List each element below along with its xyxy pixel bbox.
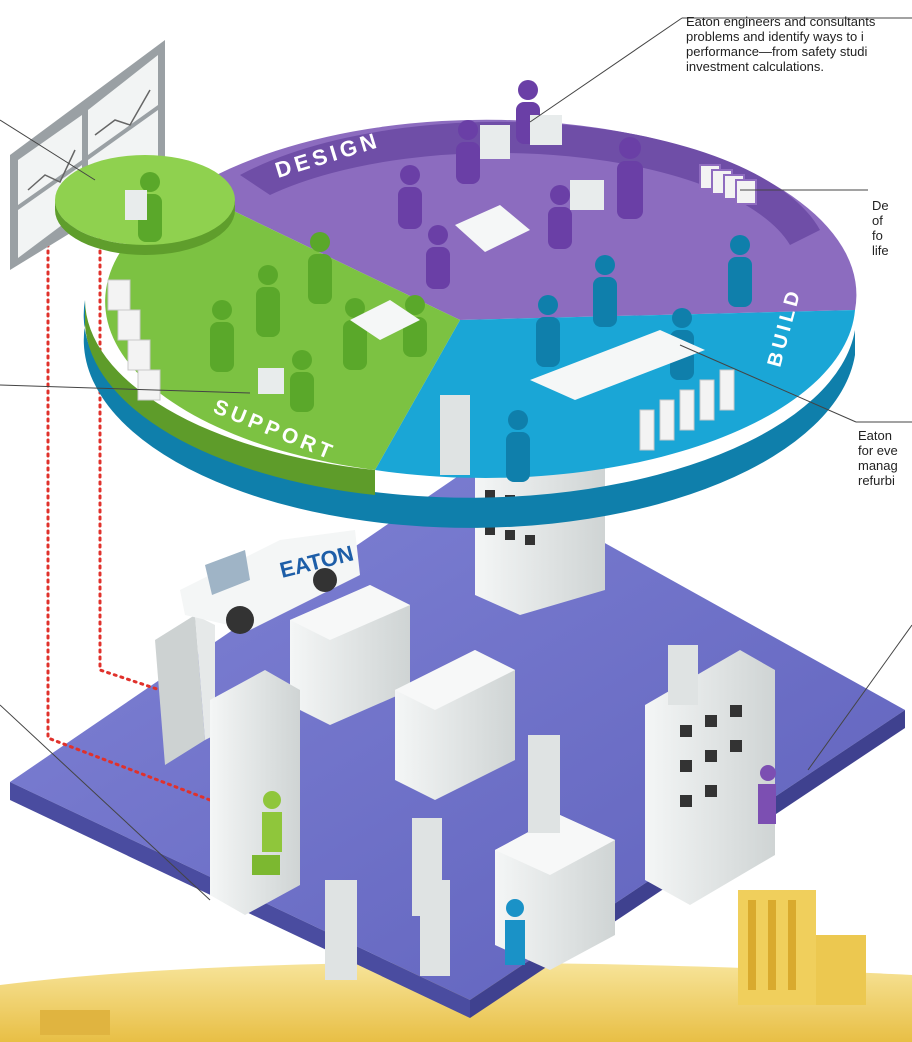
- person-figure: [506, 410, 530, 482]
- cabinet: [528, 735, 560, 833]
- equipment-cabinets: [155, 415, 775, 980]
- callout-documentation: De of fo life: [872, 198, 889, 258]
- person-figure: [548, 185, 572, 249]
- person-figure: [617, 137, 643, 219]
- desk-table: [350, 300, 420, 340]
- support-segment: [105, 190, 461, 470]
- person-figure: [403, 295, 427, 357]
- desk-screen: [530, 115, 562, 145]
- person-figure: [593, 255, 617, 327]
- cabinet: [210, 670, 300, 915]
- desk-table: [455, 205, 530, 252]
- worker-figure: [505, 899, 525, 965]
- callout-design-line-4: investment calculations.: [686, 59, 825, 74]
- callout-design-line-3: performance—from safety studi: [686, 44, 868, 59]
- callout-build-line-1: Eaton: [858, 428, 892, 443]
- person-figure: [308, 232, 332, 304]
- person-figure: [398, 165, 422, 229]
- cabinet: [395, 650, 515, 800]
- callout-documentation-line-1: De: [872, 198, 889, 213]
- person-figure: [426, 225, 450, 289]
- callout-documentation-line-2: of: [872, 213, 883, 228]
- cabinet: [290, 585, 410, 725]
- callout-documentation-line-3: fo: [872, 228, 883, 243]
- document-stacks: [107, 164, 757, 451]
- callout-design-line-2: problems and identify ways to i: [686, 29, 864, 44]
- callout-design-line-1: Eaton engineers and consultants: [686, 14, 876, 29]
- cabinet: [440, 395, 470, 475]
- person-figure: [256, 265, 280, 337]
- floor-workers: [252, 765, 776, 965]
- worker-figure: [758, 765, 776, 824]
- worker-figure: [252, 791, 282, 875]
- build-segment: [375, 310, 855, 478]
- callout-build: Eaton for eve manag refurbi: [858, 428, 898, 488]
- person-figure: [456, 120, 480, 184]
- desk-screen: [480, 125, 510, 159]
- build-team: [440, 235, 752, 482]
- support-team: [125, 172, 427, 412]
- cabinet: [668, 645, 698, 705]
- desk-screen: [570, 180, 604, 210]
- callout-build-line-2: for eve: [858, 443, 898, 458]
- leader-lines: [0, 17, 912, 901]
- cabinet: [325, 880, 357, 980]
- person-figure: [536, 295, 560, 367]
- callout-design: Eaton engineers and consultants problems…: [686, 14, 875, 74]
- person-figure: [290, 350, 314, 412]
- cabinet: [420, 880, 450, 976]
- person-figure: [728, 235, 752, 307]
- person-figure: [343, 298, 367, 370]
- design-team: [398, 80, 643, 289]
- service-van: EATON: [180, 530, 360, 634]
- desk-screen: [125, 190, 147, 220]
- desk-screen: [258, 368, 284, 394]
- project-schedule: [530, 330, 705, 400]
- person-figure: [210, 300, 234, 372]
- cabinet: [645, 650, 775, 905]
- callout-documentation-line-4: life: [872, 243, 889, 258]
- callout-build-line-4: refurbi: [858, 473, 895, 488]
- callout-build-line-3: manag: [858, 458, 898, 473]
